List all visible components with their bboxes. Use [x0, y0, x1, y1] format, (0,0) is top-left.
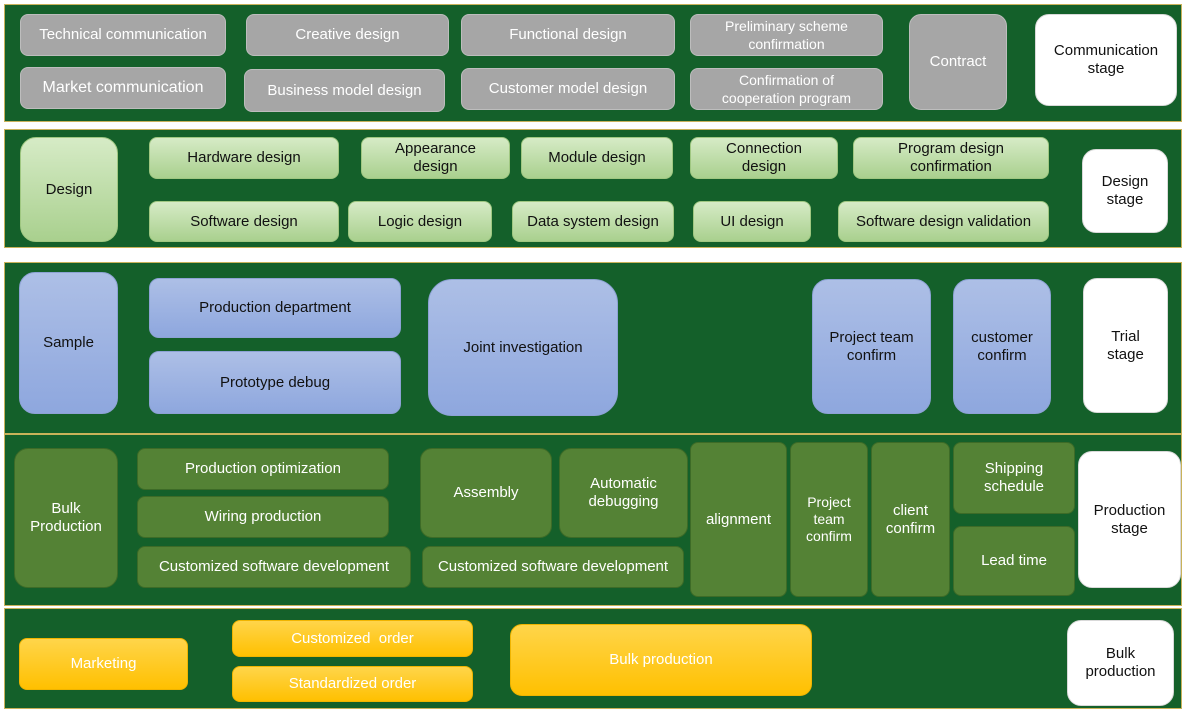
- design-stage-label: Design stage: [1082, 149, 1168, 233]
- bulk-production-order-box: Bulk production: [510, 624, 812, 696]
- confirmation-of-cooperation-program-box: Confirmation of cooperation program: [690, 68, 883, 110]
- preliminary-scheme-confirmation-box: Preliminary scheme confirmation: [690, 14, 883, 56]
- production-optimization-box: Production optimization: [137, 448, 389, 490]
- contract-box: Contract: [909, 14, 1007, 110]
- technical-communication-box: Technical communication: [20, 14, 226, 56]
- automatic-debugging-box: Automatic debugging: [559, 448, 688, 538]
- appearance-design-box: Appearance design: [361, 137, 510, 179]
- design-box: Design: [20, 137, 118, 242]
- customized-software-development-box-2: Customized software development: [422, 546, 684, 588]
- connection-design-box: Connection design: [690, 137, 838, 179]
- customized-software-development-box-1: Customized software development: [137, 546, 411, 588]
- bulk-production-stage-label: Bulk production: [1067, 620, 1174, 706]
- module-design-box: Module design: [521, 137, 673, 179]
- assembly-box: Assembly: [420, 448, 552, 538]
- business-model-design-box: Business model design: [244, 69, 445, 112]
- bulk-production-box: Bulk Production: [14, 448, 118, 588]
- sample-box: Sample: [19, 272, 118, 414]
- customized-order-box: Customized order: [232, 620, 473, 657]
- standardized-order-box: Standardized order: [232, 666, 473, 702]
- alignment-box: alignment: [690, 442, 787, 597]
- data-system-design-box: Data system design: [512, 201, 674, 242]
- software-design-box: Software design: [149, 201, 339, 242]
- logic-design-box: Logic design: [348, 201, 492, 242]
- project-team-confirm-box: Project team confirm: [812, 279, 931, 414]
- production-department-box: Production department: [149, 278, 401, 338]
- production-stage-label: Production stage: [1078, 451, 1181, 588]
- client-confirm-box: client confirm: [871, 442, 950, 597]
- project-team-confirm-production-box: Project team confirm: [790, 442, 868, 597]
- communication-stage-label: Communication stage: [1035, 14, 1177, 106]
- customer-confirm-box: customer confirm: [953, 279, 1051, 414]
- creative-design-box: Creative design: [246, 14, 449, 56]
- hardware-design-box: Hardware design: [149, 137, 339, 179]
- software-design-validation-box: Software design validation: [838, 201, 1049, 242]
- lead-time-box: Lead time: [953, 526, 1075, 596]
- functional-design-box: Functional design: [461, 14, 675, 56]
- wiring-production-box: Wiring production: [137, 496, 389, 538]
- trial-stage-label: Trial stage: [1083, 278, 1168, 413]
- program-design-confirmation-box: Program design confirmation: [853, 137, 1049, 179]
- market-communication-box: Market communication: [20, 67, 226, 109]
- marketing-box: Marketing: [19, 638, 188, 690]
- shipping-schedule-box: Shipping schedule: [953, 442, 1075, 514]
- joint-investigation-box: Joint investigation: [428, 279, 618, 416]
- customer-model-design-box: Customer model design: [461, 68, 675, 110]
- ui-design-box: UI design: [693, 201, 811, 242]
- prototype-debug-box: Prototype debug: [149, 351, 401, 414]
